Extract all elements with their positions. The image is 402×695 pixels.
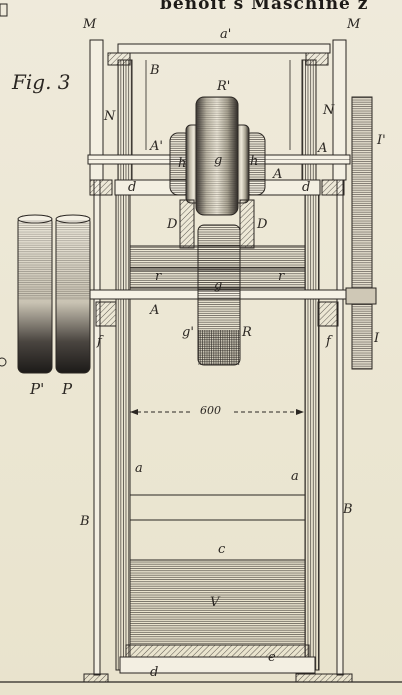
label-a-right: a xyxy=(291,469,299,484)
label-M-right: M xyxy=(347,17,361,32)
label-e: e xyxy=(268,650,276,665)
label-I: I xyxy=(374,331,380,346)
label-B-right: B xyxy=(343,502,353,517)
label-h-left: h xyxy=(178,156,187,171)
pulleys xyxy=(17,214,91,374)
figure-caption: Fig. 3 xyxy=(12,70,71,94)
bearing-blocks xyxy=(179,199,255,249)
gear-wheel xyxy=(345,96,377,370)
label-A-right: A xyxy=(318,141,328,156)
label-D-right: D xyxy=(257,217,268,232)
label-r-right: r xyxy=(278,269,285,284)
label-N-left: N xyxy=(104,109,116,124)
label-f-right: f xyxy=(326,334,331,349)
label-R-prime: R' xyxy=(217,79,231,94)
tank xyxy=(119,494,316,674)
lower-wheel xyxy=(197,224,241,366)
header-title: benoit s Maschine z xyxy=(160,0,369,14)
top-beam xyxy=(107,43,331,66)
label-A-lower: A xyxy=(150,303,160,318)
label-d-bottom: d xyxy=(150,665,159,680)
label-M-left: M xyxy=(83,17,97,32)
label-A-prime: A' xyxy=(150,139,163,154)
label-a-left: a xyxy=(135,461,143,476)
label-h-right: h xyxy=(250,154,259,169)
label-R: R xyxy=(242,325,252,340)
label-c-upper: c xyxy=(218,542,226,557)
label-P: P xyxy=(62,380,73,398)
label-B-upper: B xyxy=(150,63,160,78)
label-B-left: B xyxy=(80,514,90,529)
bearing-f xyxy=(95,301,339,327)
label-N-right: N xyxy=(323,103,335,118)
label-g-prime: g' xyxy=(182,325,194,340)
dimension-line xyxy=(130,409,304,415)
label-A-lower-right: A xyxy=(273,167,283,182)
label-g-upper: g xyxy=(214,153,223,168)
label-r-left: r xyxy=(155,269,162,284)
label-a-prime: a' xyxy=(220,27,232,42)
base-feet xyxy=(0,673,402,683)
label-D-left: D xyxy=(167,217,178,232)
upper-wheel xyxy=(169,96,266,216)
label-I-prime: I' xyxy=(377,133,386,148)
dimension-label: 600 xyxy=(200,404,221,417)
label-V: V xyxy=(210,595,220,610)
label-f-left: f xyxy=(97,334,102,349)
label-d-left: d xyxy=(128,180,137,195)
label-P-prime: P' xyxy=(30,380,45,398)
label-g-lower: g xyxy=(214,278,223,293)
label-d-right: d xyxy=(302,180,311,195)
edge-marks xyxy=(0,3,8,367)
